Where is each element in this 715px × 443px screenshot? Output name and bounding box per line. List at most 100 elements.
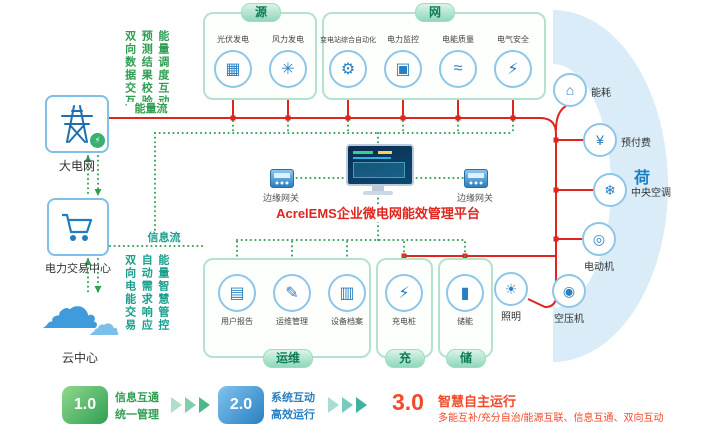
central-ac-label: 中央空调 bbox=[631, 188, 671, 199]
note-forecast-check: 预测结果校验 bbox=[140, 30, 153, 108]
om-management-icon: ✎ bbox=[273, 274, 311, 312]
stage-1-text: 信息互通 统一管理 bbox=[115, 390, 159, 424]
wind-generation-label: 风力发电 bbox=[272, 35, 304, 44]
substation-automation-icon: ⚙ bbox=[329, 50, 367, 88]
charging-pile-icon: ⚡ bbox=[385, 274, 423, 312]
edge-gateway-left-label: 边缘网关 bbox=[262, 193, 299, 203]
energy-badge-icon: ⚡ bbox=[90, 133, 105, 148]
ac-glyph: ❄ bbox=[604, 181, 616, 198]
report-glyph: ▤ bbox=[229, 285, 245, 302]
stage-3-subtitle: 多能互补/充分自治/能源互联、信息互通、双向互动 bbox=[438, 413, 664, 424]
substation-label: 变电站综合自动化 bbox=[320, 37, 376, 44]
platform-monitor bbox=[344, 144, 414, 196]
prepayment-label: 预付费 bbox=[621, 138, 651, 149]
electric-motor-icon: ◎ bbox=[582, 222, 616, 256]
edge-gateway-right-label: 边缘网关 bbox=[456, 193, 493, 203]
note-energy-trade: 双向电能交易 bbox=[123, 254, 136, 332]
stage-2-badge: 2.0 bbox=[218, 386, 264, 424]
monitor-base bbox=[363, 191, 393, 195]
cloud-center-label: 云中心 bbox=[61, 351, 98, 365]
prepay-glyph: ¥ bbox=[596, 132, 604, 148]
energy-storage-label: 储能 bbox=[457, 317, 473, 326]
energy-flow-label: 能量流 bbox=[127, 102, 175, 116]
trade-cart-icon bbox=[62, 213, 93, 241]
transmission-tower-icon bbox=[61, 105, 93, 143]
load-band bbox=[553, 10, 668, 362]
air-compressor-label: 空压机 bbox=[554, 314, 584, 325]
edge-gateway-right-icon bbox=[464, 169, 488, 188]
note-demand-response: 自动需求响应 bbox=[140, 254, 153, 332]
tab-network: 网 bbox=[415, 3, 455, 22]
stage-2-line2: 高效运行 bbox=[271, 409, 315, 422]
electrical-safety-label: 电气安全 bbox=[497, 35, 529, 44]
tab-charge: 充 bbox=[385, 349, 425, 368]
charge-glyph: ⚡ bbox=[398, 285, 410, 302]
power-quality-label: 电能质量 bbox=[442, 35, 474, 44]
om-management-label: 运维管理 bbox=[276, 317, 308, 326]
energy-consumption-label: 能耗 bbox=[591, 88, 611, 99]
safety-glyph: ⚡ bbox=[507, 61, 519, 78]
consumption-glyph: ⌂ bbox=[565, 82, 575, 98]
lighting-glyph: ☀ bbox=[504, 280, 518, 297]
storage-glyph: ▮ bbox=[460, 285, 470, 302]
monitor-stand bbox=[372, 186, 384, 191]
central-ac-icon: ❄ bbox=[593, 173, 627, 207]
edge-gateway-left-icon bbox=[270, 169, 294, 188]
stage-1-badge: 1.0 bbox=[62, 386, 108, 424]
electric-motor-label: 电动机 bbox=[584, 262, 614, 273]
substation-glyph: ⚙ bbox=[340, 61, 356, 78]
stage-2-line1: 系统互动 bbox=[271, 392, 315, 404]
grid-interaction-notes: 双向数据交互 预测结果校验 能量调度互动 bbox=[123, 30, 169, 108]
energy-consumption-icon: ⌂ bbox=[553, 73, 587, 107]
stage-3-badge: 3.0 bbox=[392, 389, 424, 415]
tab-storage: 储 bbox=[446, 349, 486, 368]
charging-pile-label: 充电桩 bbox=[392, 317, 416, 326]
stage-1-line1: 信息互通 bbox=[115, 392, 159, 404]
wind-glyph: ✳ bbox=[281, 61, 295, 78]
stage-2-text: 系统互动 高效运行 bbox=[271, 390, 315, 424]
info-flow-label: 信息流 bbox=[140, 231, 188, 245]
solar-panel-icon: ▦ bbox=[214, 50, 252, 88]
trade-center-node bbox=[47, 198, 109, 256]
grid-node: ⚡ bbox=[45, 95, 109, 153]
tab-source: 源 bbox=[241, 3, 281, 22]
equipment-archive-label: 设备档案 bbox=[331, 317, 363, 326]
load-label: 荷 bbox=[634, 170, 651, 187]
trade-center-label: 电力交易中心 bbox=[45, 263, 111, 275]
stage-1-line2: 统一管理 bbox=[115, 409, 159, 422]
equipment-archive-icon: ▥ bbox=[328, 274, 366, 312]
power-quality-icon: ≈ bbox=[439, 50, 477, 88]
power-monitoring-label: 电力监控 bbox=[387, 35, 419, 44]
stage-3-title: 智慧自主运行 bbox=[438, 394, 517, 409]
lighting-icon: ☀ bbox=[494, 272, 528, 306]
note-dispatch-interaction: 能量调度互动 bbox=[156, 30, 169, 108]
om-glyph: ✎ bbox=[285, 285, 299, 302]
electrical-safety-icon: ⚡ bbox=[494, 50, 532, 88]
platform-title: AcrelEMS企业微电网能效管理平台 bbox=[258, 205, 498, 222]
cloud-icon: ☁ bbox=[40, 274, 100, 341]
info-flow-arrows bbox=[84, 155, 102, 293]
monitoring-glyph: ▣ bbox=[395, 61, 411, 78]
solar-glyph: ▦ bbox=[225, 61, 241, 78]
stage-2-chevrons bbox=[325, 395, 367, 415]
motor-glyph: ◎ bbox=[592, 230, 606, 247]
trade-interaction-notes: 双向电能交易 自动需求响应 能量智慧管控 bbox=[123, 254, 169, 332]
user-report-icon: ▤ bbox=[218, 274, 256, 312]
quality-glyph: ≈ bbox=[453, 60, 463, 77]
note-smart-control: 能量智慧管控 bbox=[156, 254, 169, 332]
compressor-glyph: ◉ bbox=[562, 282, 576, 299]
pv-generation-label: 光伏发电 bbox=[217, 35, 249, 44]
power-monitoring-icon: ▣ bbox=[384, 50, 422, 88]
air-compressor-icon: ◉ bbox=[552, 274, 586, 308]
lighting-label: 照明 bbox=[501, 312, 521, 323]
user-report-label: 用户报告 bbox=[221, 317, 253, 326]
wind-turbine-icon: ✳ bbox=[269, 50, 307, 88]
note-data-exchange: 双向数据交互 bbox=[123, 30, 136, 108]
prepayment-icon: ¥ bbox=[583, 123, 617, 157]
cloud-small-icon: ☁ bbox=[88, 306, 120, 342]
stage-1-chevrons bbox=[168, 395, 210, 415]
grid-label: 大电网 bbox=[58, 159, 95, 173]
energy-storage-icon: ▮ bbox=[446, 274, 484, 312]
